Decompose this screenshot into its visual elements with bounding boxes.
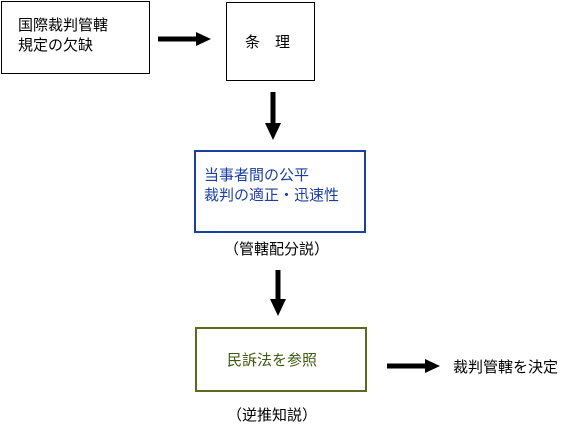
box-fairness-line-2: 裁判の適正・迅速性 xyxy=(204,186,340,204)
box-civil-procedure-label: 民訴法を参照 xyxy=(227,351,318,369)
caption-jurisdiction-distribution: （管轄配分説） xyxy=(224,240,330,258)
arrow-jori-to-fairness xyxy=(265,92,281,140)
arrow-gap-to-jori xyxy=(158,32,211,46)
box-jori: 条 理 xyxy=(226,2,315,81)
box-fairness-text: 当事者間の公平 裁判の適正・迅速性 xyxy=(204,165,339,205)
arrow-procedure-to-result xyxy=(387,359,440,373)
caption-inference: （逆推知説） xyxy=(227,406,318,424)
box-jurisdiction-gap-text: 国際裁判管轄 規定の欠缺 xyxy=(18,15,108,55)
box-civil-procedure: 民訴法を参照 xyxy=(195,327,367,392)
box-jurisdiction-gap-line-1: 国際裁判管轄 xyxy=(18,16,109,34)
arrow-fairness-to-procedure xyxy=(270,270,286,316)
box-jurisdiction-gap-line-2: 規定の欠缺 xyxy=(18,36,94,54)
box-fairness: 当事者間の公平 裁判の適正・迅速性 xyxy=(194,150,366,233)
box-fairness-line-1: 当事者間の公平 xyxy=(204,166,310,184)
box-jori-label: 条 理 xyxy=(245,33,291,51)
result-label: 裁判管轄を決定 xyxy=(453,358,559,376)
box-jurisdiction-gap: 国際裁判管轄 規定の欠缺 xyxy=(1,1,150,74)
